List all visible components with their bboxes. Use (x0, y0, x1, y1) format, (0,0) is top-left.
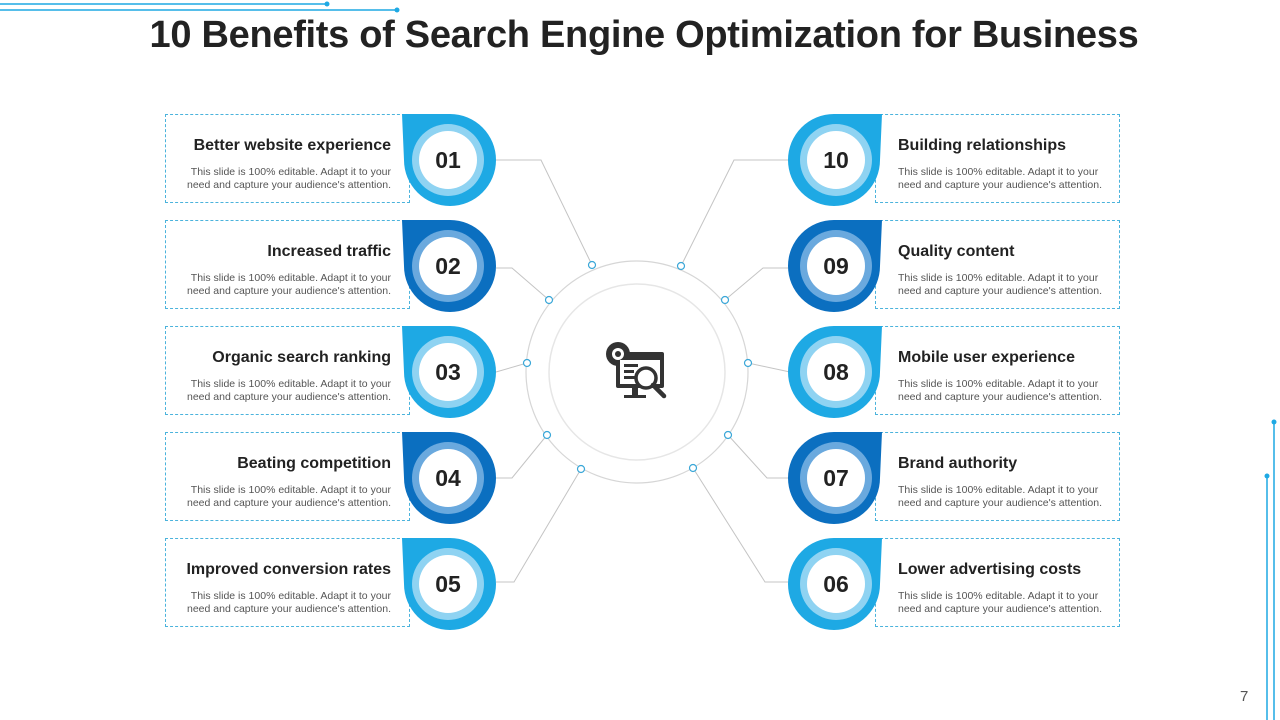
number-badge-10: 10 (788, 112, 884, 208)
number-badge-01: 01 (400, 112, 496, 208)
benefit-heading: Mobile user experience (898, 349, 1075, 366)
benefit-description: This slide is 100% editable. Adapt it to… (898, 484, 1102, 509)
number-badge-04: 04 (400, 430, 496, 526)
benefit-description: This slide is 100% editable. Adapt it to… (898, 166, 1102, 191)
benefit-heading: Lower advertising costs (898, 561, 1082, 578)
badge-number: 05 (435, 571, 461, 597)
benefit-heading: Increased traffic (267, 243, 391, 260)
benefit-description: This slide is 100% editable. Adapt it to… (898, 378, 1102, 403)
badge-number: 01 (435, 147, 461, 173)
benefit-card-08: Mobile user experience This slide is 100… (875, 326, 1120, 415)
number-badge-08: 08 (788, 324, 884, 420)
badge-number: 03 (435, 359, 461, 385)
seo-monitor-magnifier-gear-icon (606, 342, 667, 399)
benefit-heading: Building relationships (898, 137, 1067, 154)
number-badge-03: 03 (400, 324, 496, 420)
top-decorative-line (0, 1, 400, 13)
badge-number: 04 (435, 465, 461, 491)
benefit-heading: Brand authority (898, 455, 1018, 472)
benefit-description: This slide is 100% editable. Adapt it to… (187, 378, 391, 403)
benefit-card-03: Organic search ranking This slide is 100… (165, 326, 410, 415)
benefit-card-07: Brand authority This slide is 100% edita… (875, 432, 1120, 521)
benefit-card-09: Quality content This slide is 100% edita… (875, 220, 1120, 309)
benefit-heading: Improved conversion rates (186, 561, 391, 578)
benefit-description: This slide is 100% editable. Adapt it to… (187, 272, 391, 297)
benefit-heading: Beating competition (237, 455, 391, 472)
benefit-card-04: Beating competition This slide is 100% e… (165, 432, 410, 521)
badge-number: 07 (823, 465, 849, 491)
benefit-heading: Organic search ranking (212, 349, 391, 366)
number-badge-02: 02 (400, 218, 496, 314)
badge-number: 08 (823, 359, 849, 385)
badge-number: 09 (823, 253, 849, 279)
page-number: 7 (1240, 688, 1249, 705)
benefit-card-06: Lower advertising costs This slide is 10… (875, 538, 1120, 627)
number-badge-06: 06 (788, 536, 884, 632)
badge-number: 02 (435, 253, 461, 279)
benefit-heading: Better website experience (193, 137, 391, 154)
benefit-description: This slide is 100% editable. Adapt it to… (187, 166, 391, 191)
benefit-description: This slide is 100% editable. Adapt it to… (187, 484, 391, 509)
number-badge-05: 05 (400, 536, 496, 632)
benefit-card-02: Increased traffic This slide is 100% edi… (165, 220, 410, 309)
benefit-description: This slide is 100% editable. Adapt it to… (187, 590, 391, 615)
badge-number: 10 (823, 147, 849, 173)
benefit-card-05: Improved conversion rates This slide is … (165, 538, 410, 627)
badge-number: 06 (823, 571, 849, 597)
right-decorative-line (1264, 419, 1277, 720)
number-badge-09: 09 (788, 218, 884, 314)
benefit-heading: Quality content (898, 243, 1015, 260)
benefit-card-10: Building relationships This slide is 100… (875, 114, 1120, 203)
number-badge-07: 07 (788, 430, 884, 526)
benefit-description: This slide is 100% editable. Adapt it to… (898, 272, 1102, 297)
slide-title: 10 Benefits of Search Engine Optimizatio… (149, 14, 1139, 56)
benefit-description: This slide is 100% editable. Adapt it to… (898, 590, 1102, 615)
benefit-card-01: Better website experience This slide is … (165, 114, 410, 203)
